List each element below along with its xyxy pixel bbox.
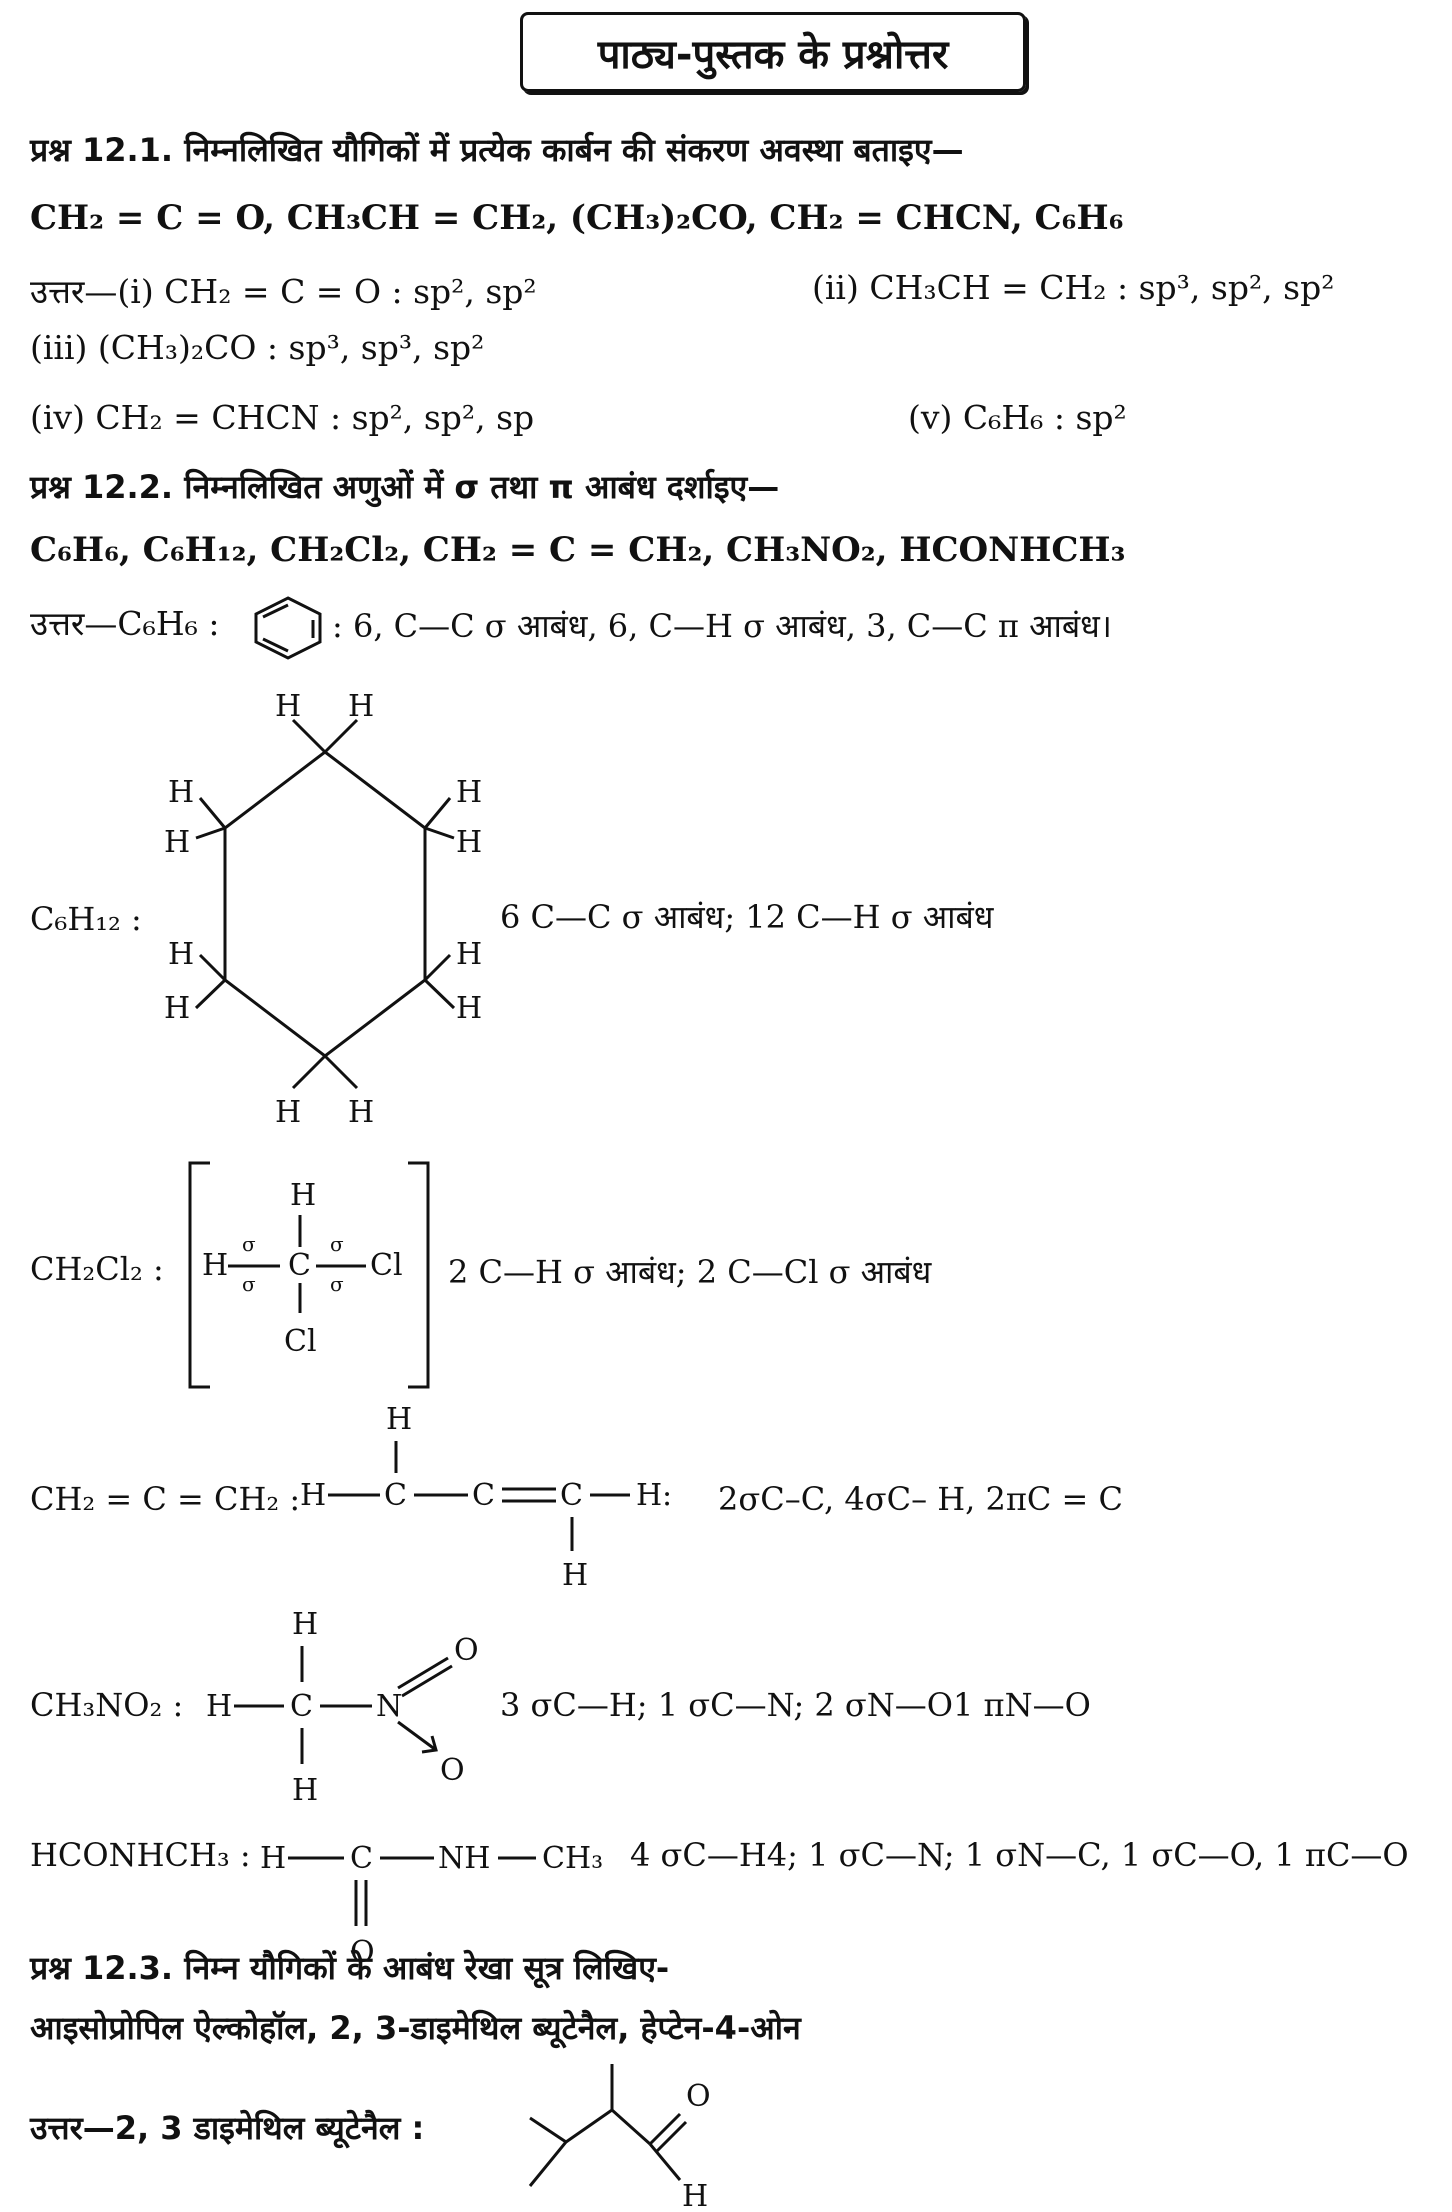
atom-c: C — [290, 1689, 313, 1724]
sigma-label: σ — [330, 1272, 344, 1296]
atom-c: C — [350, 1841, 373, 1876]
atom-h: H — [300, 1478, 326, 1513]
atom-h: H — [636, 1478, 662, 1513]
atom-h: H — [682, 2179, 708, 2212]
atom-h: H — [456, 991, 482, 1026]
atom-c: C — [560, 1478, 583, 1513]
n-methylformamide-structure: H C O NH CH₃ — [260, 1841, 603, 1970]
atom-h: H — [275, 1095, 301, 1130]
atom-h: H — [348, 689, 374, 724]
benzene-bonds: : 6, C—C σ आबंध, 6, C—H σ आबंध, 3, C—C π… — [332, 607, 1112, 645]
atom-h: H — [348, 1095, 374, 1130]
atom-h: H — [202, 1248, 228, 1283]
question-12-2: प्रश्न 12.2. निम्नलिखित अणुओं में σ तथा … — [30, 468, 780, 506]
nitro-label: CH₃NO₂ : — [30, 1686, 184, 1724]
atom-h: H — [562, 1558, 588, 1593]
question-12-1: प्रश्न 12.1. निम्नलिखित यौगिकों में प्रत… — [30, 131, 964, 169]
q122-compounds: C₆H₆, C₆H₁₂, CH₂Cl₂, CH₂ = C = CH₂, CH₃N… — [30, 530, 1126, 570]
atom-h: H — [290, 1178, 316, 1213]
atom-h: H — [168, 937, 194, 972]
atom-h: H — [164, 991, 190, 1026]
q123-answer: उत्तर—2, 3 डाइमेथिल ब्यूटेनैल : — [30, 2109, 425, 2147]
benzene-ring-icon — [254, 596, 322, 660]
atom-h: H — [292, 1607, 318, 1642]
q121-compounds: CH₂ = C = O, CH₃CH = CH₂, (CH₃)₂CO, CH₂ … — [30, 198, 1124, 238]
cyclohexane-bonds: 6 C—C σ आबंध; 12 C—H σ आबंध — [500, 898, 994, 936]
cyclohexane-label: C₆H₁₂ : — [30, 900, 142, 938]
allene-label: CH₂ = C = CH₂ : — [30, 1480, 301, 1518]
sigma-label: σ — [242, 1232, 256, 1256]
page-title: पाठ्य-पुस्तक के प्रश्नोत्तर — [520, 12, 1026, 92]
ch2cl2-bonds: 2 C—H σ आबंध; 2 C—Cl σ आबंध — [448, 1253, 932, 1291]
atom-h: H — [164, 825, 190, 860]
sigma-label: σ — [330, 1232, 344, 1256]
q121-answer-iii: (iii) (CH₃)₂CO : sp³, sp³, sp² — [30, 328, 485, 367]
ch2cl2-structure: C H Cl H σ σ σ σ Cl — [188, 1161, 430, 1389]
atom-o: O — [686, 2079, 711, 2114]
svg-text::: : — [662, 1478, 672, 1513]
atom-c: C — [472, 1478, 495, 1513]
question-12-3: प्रश्न 12.3. निम्न यौगिकों के आबंध रेखा … — [30, 1949, 670, 1987]
q121-answer-ii: (ii) CH₃CH = CH₂ : sp³, sp², sp² — [812, 268, 1335, 307]
allene-bonds: 2σC–C, 4σC– H, 2πC = C — [718, 1480, 1123, 1518]
atom-o: O — [454, 1633, 479, 1668]
atom-ch3: CH₃ — [542, 1841, 603, 1876]
ch2cl2-label: CH₂Cl₂ : — [30, 1250, 164, 1288]
formamide-label: HCONHCH₃ : — [30, 1836, 251, 1874]
benzene-label: उत्तर—C₆H₆ : — [30, 604, 220, 643]
q121-answer-i: उत्तर—(i) CH₂ = C = O : sp², sp² — [30, 272, 537, 311]
atom-h: H — [260, 1841, 286, 1876]
q121-answer-iv: (iv) CH₂ = CHCN : sp², sp², sp — [30, 398, 535, 437]
q121-answer-v: (v) C₆H₆ : sp² — [908, 398, 1127, 437]
atom-cl: Cl — [284, 1324, 317, 1359]
atom-n: N — [376, 1689, 402, 1724]
allene-structure: H C H C C H H : — [300, 1402, 672, 1593]
atom-h: H — [456, 937, 482, 972]
nitro-bonds: 3 σC—H; 1 σC—N; 2 σN—O1 πN—O — [500, 1686, 1091, 1724]
atom-h: H — [386, 1402, 412, 1437]
atom-cl: Cl — [370, 1248, 403, 1283]
atom-h: H — [168, 775, 194, 810]
atom-h: H — [275, 689, 301, 724]
dimethylbutanal-skeletal-structure: O H — [528, 2064, 711, 2212]
atom-h: H — [456, 775, 482, 810]
atom-h: H — [292, 1773, 318, 1808]
atom-c: C — [384, 1478, 407, 1513]
atom-c: C — [288, 1248, 311, 1283]
formamide-bonds: 4 σC—H4; 1 σC—N; 1 σN—C, 1 σC—O, 1 πC—O — [630, 1836, 1409, 1874]
atom-o: O — [440, 1753, 465, 1788]
q123-compounds: आइसोप्रोपिल ऐल्कोहॉल, 2, 3-डाइमेथिल ब्यू… — [30, 2009, 801, 2047]
atom-h: H — [456, 825, 482, 860]
sigma-label: σ — [242, 1272, 256, 1296]
atom-h: H — [206, 1689, 232, 1724]
atom-o: O — [350, 1935, 375, 1970]
nitromethane-structure: H C H H N O O — [206, 1607, 479, 1808]
atom-nh: NH — [438, 1841, 490, 1876]
cyclohexane-structure: H H H H H H H H H H H H — [164, 689, 482, 1130]
